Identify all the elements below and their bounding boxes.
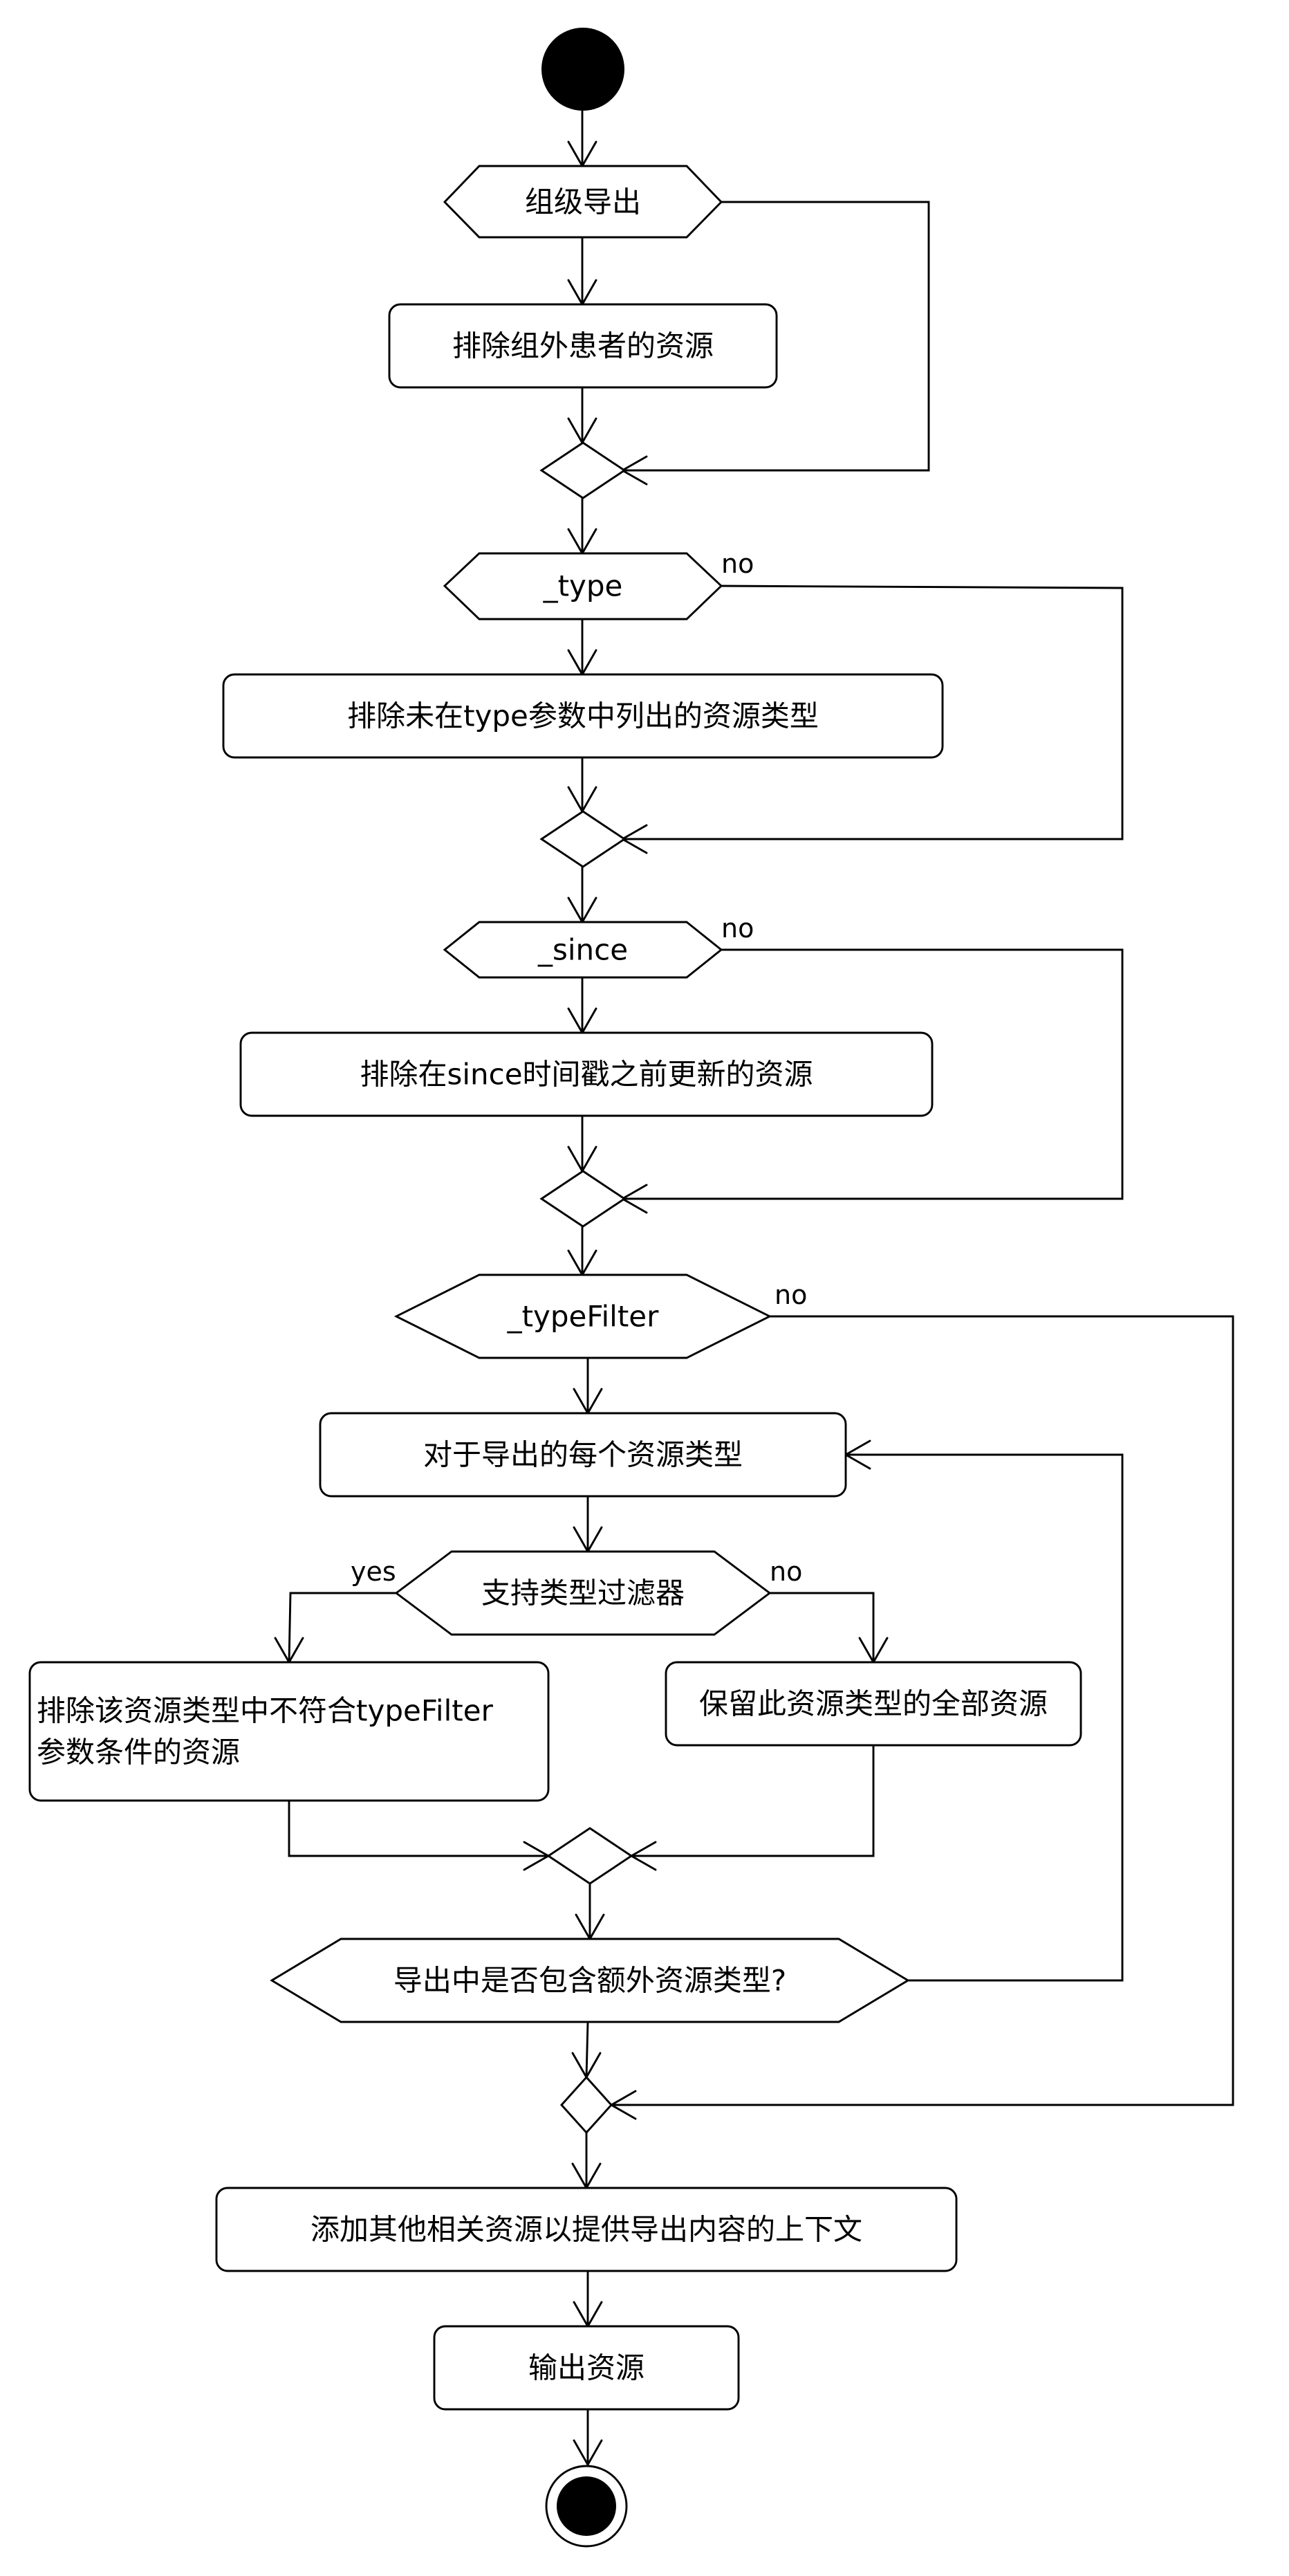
edge-filter-no xyxy=(770,1592,875,1662)
action-keep-all xyxy=(665,1661,1082,1747)
edges xyxy=(274,109,1234,2466)
filter-yes-label: yes xyxy=(351,1556,396,1587)
typefilter-param-label: _typeFilter xyxy=(507,1300,660,1334)
merge-node-2 xyxy=(539,810,627,868)
action-output xyxy=(433,2325,740,2411)
filter-no-label: no xyxy=(770,1556,802,1587)
end-node xyxy=(557,2476,616,2536)
add-context-label: 添加其他相关资源以提供导出内容的上下文 xyxy=(310,2213,862,2247)
exclude-outside-group-label: 排除组外患者的资源 xyxy=(452,329,714,363)
action-for-each-type xyxy=(319,1412,847,1498)
edge-filter-yes xyxy=(288,1592,396,1663)
exclude-unmatched-label-line-2: 参数条件的资源 xyxy=(37,1736,240,1769)
typefilter-no-label: no xyxy=(775,1280,807,1310)
decision-since xyxy=(443,921,723,979)
supports-filter-label: 支持类型过滤器 xyxy=(481,1576,685,1610)
action-exclude-unmatched xyxy=(28,1661,550,1802)
decision-typefilter xyxy=(393,1273,772,1359)
action-exclude-outside-group xyxy=(388,303,778,389)
keep-all-label: 保留此资源类型的全部资源 xyxy=(699,1687,1048,1721)
since-no-label: no xyxy=(721,913,754,944)
start-node xyxy=(541,28,624,111)
merge-node-1 xyxy=(539,441,627,499)
nodes: 组级导出 排除组外患者的资源 _type no 排除未在type参数中列出的资源… xyxy=(28,28,1082,2548)
type-param-label: _type xyxy=(543,569,623,603)
type-no-label: no xyxy=(721,549,754,579)
edge-typefilter-no-bypass xyxy=(611,1315,1234,2106)
exclude-unlisted-types-label: 排除未在type参数中列出的资源类型 xyxy=(347,699,819,733)
output-label: 输出资源 xyxy=(528,2351,644,2385)
arrow-head xyxy=(573,2439,603,2466)
action-exclude-before-since xyxy=(239,1031,934,1117)
edge-more-types-loop xyxy=(846,1453,1124,1982)
group-export-label: 组级导出 xyxy=(525,185,641,219)
merge-node-4 xyxy=(546,1827,633,1885)
exclude-before-since-label: 排除在since时间戳之前更新的资源 xyxy=(360,1058,813,1092)
merge-node-3 xyxy=(539,1170,627,1228)
edge-type-no-bypass xyxy=(622,585,1124,840)
exclude-unmatched-label-line-1: 排除该资源类型中不符合typeFilter xyxy=(37,1694,494,1728)
for-each-type-label: 对于导出的每个资源类型 xyxy=(423,1438,743,1472)
decision-group-export xyxy=(443,165,723,239)
action-add-context xyxy=(215,2187,958,2272)
more-types-label: 导出中是否包含额外资源类型? xyxy=(393,1964,786,1998)
action-exclude-unlisted-types xyxy=(222,673,944,759)
decision-supports-filter xyxy=(394,1550,772,1636)
edge-more-types-to-merge-5 xyxy=(585,2021,589,2078)
edge-exclude-unmatched-to-merge-4 xyxy=(288,1801,548,1857)
edge-keep-all-to-merge-4 xyxy=(631,1745,875,1857)
edge-since-no-bypass xyxy=(622,948,1124,1200)
decision-type xyxy=(443,552,723,620)
since-param-label: _since xyxy=(537,933,628,967)
decision-more-types xyxy=(270,1938,910,2023)
merge-node-5 xyxy=(560,2075,613,2135)
edge-group-export-bypass xyxy=(622,201,930,472)
